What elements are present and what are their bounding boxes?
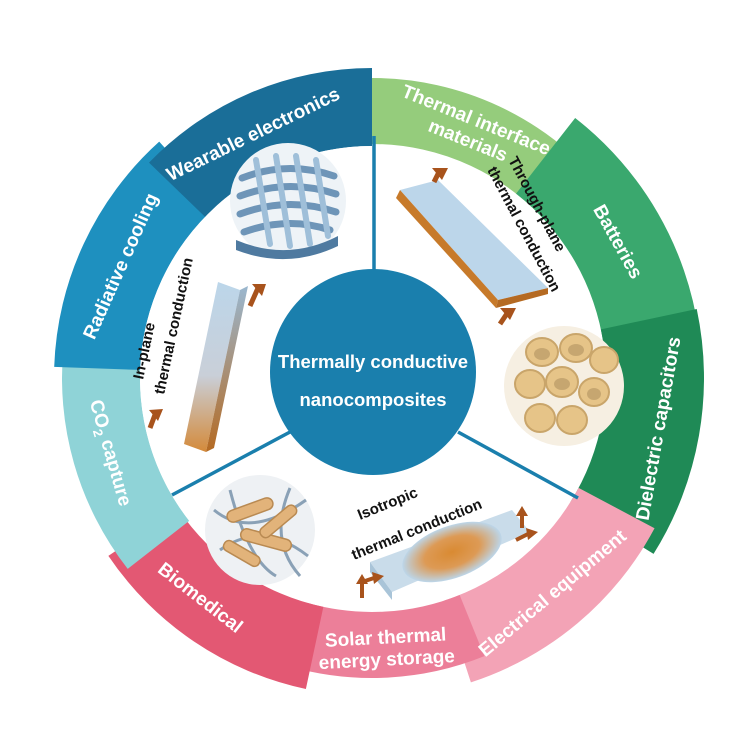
in-plane-arrow-bottom-icon — [147, 409, 163, 429]
in-plane-arrow-top-icon — [247, 284, 266, 308]
segment-solar — [289, 594, 485, 678]
isotropic-arrow-left-icon — [356, 572, 384, 598]
woven-fabric-image — [230, 143, 346, 260]
divider-lower-left — [171, 430, 291, 497]
segment-wearable — [149, 68, 372, 217]
segment-radiative — [54, 141, 217, 370]
isotropic-plate — [370, 510, 530, 600]
segment-electrical — [444, 487, 655, 683]
through-plane-arrow-bottom-icon — [497, 308, 516, 326]
center-title-line1: Thermally conductive — [278, 351, 468, 372]
honeycomb-foam-image — [504, 326, 624, 446]
center-title-line2: nanocomposites — [300, 389, 447, 410]
application-ring — [54, 68, 704, 690]
segment-co2 — [62, 345, 190, 569]
through-plane-arrow-top-icon — [431, 168, 448, 184]
segment-dielectric — [570, 308, 704, 554]
in-plane-plate — [184, 282, 248, 452]
segment-batteries — [516, 117, 699, 346]
center-circle — [270, 269, 476, 475]
through-plane-plate — [396, 180, 548, 308]
isotropic-arrow-right-icon — [515, 506, 538, 542]
divider-lower-right — [457, 430, 579, 500]
segment-biomedical — [108, 508, 324, 690]
fiber-network-image — [205, 475, 315, 585]
